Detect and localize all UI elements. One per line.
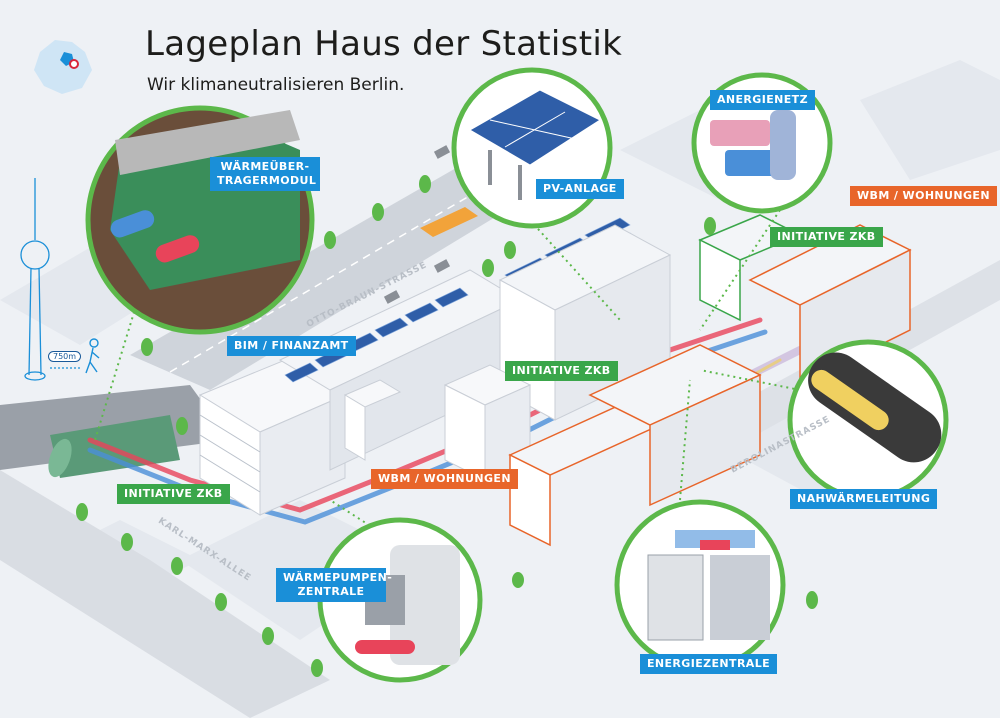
callout-nahwaermeleitung bbox=[787, 339, 949, 501]
building-wbm-lower bbox=[508, 344, 762, 547]
callout-energiezentrale bbox=[614, 499, 786, 671]
label-waermeuebertragermodul: WÄRMEÜBER-TRAGERMODUL bbox=[210, 157, 320, 191]
pedestrian-icon bbox=[85, 338, 100, 374]
page-title: Lageplan Haus der Statistik bbox=[145, 24, 623, 64]
label-anergienetz: ANERGIENETZ bbox=[710, 90, 815, 110]
vehicles bbox=[383, 145, 478, 304]
distance-badge: 750m bbox=[48, 351, 82, 362]
label-initiative-zkb-left: INITIATIVE ZKB bbox=[117, 484, 230, 504]
trees bbox=[76, 175, 818, 677]
label-wbm-wohnungen-mid: WBM / WOHNUNGEN bbox=[371, 469, 518, 489]
tv-tower bbox=[20, 178, 82, 381]
label-bim-finanzamt: BIM / FINANZAMT bbox=[227, 336, 356, 356]
label-nahwaermeleitung: NAHWÄRMELEITUNG bbox=[790, 489, 938, 509]
label-initiative-zkb-mid: INITIATIVE ZKB bbox=[505, 361, 618, 381]
callout-waermeuebertrager bbox=[85, 105, 315, 335]
label-waermepumpenzentrale: WÄRMEPUMPEN-ZENTRALE bbox=[276, 568, 392, 602]
callout-pv-anlage bbox=[451, 67, 613, 229]
berlin-map-icon bbox=[34, 40, 92, 94]
label-pv-anlage: PV-ANLAGE bbox=[536, 179, 624, 199]
label-wbm-wohnungen-top: WBM / WOHNUNGEN bbox=[850, 186, 997, 206]
callout-waermepumpenzentrale bbox=[317, 517, 483, 683]
label-energiezentrale: ENERGIEZENTRALE bbox=[640, 654, 778, 674]
label-initiative-zkb-top: INITIATIVE ZKB bbox=[770, 227, 883, 247]
tunnel bbox=[0, 385, 230, 478]
page-subtitle: Wir klimaneutralisieren Berlin. bbox=[147, 75, 405, 95]
